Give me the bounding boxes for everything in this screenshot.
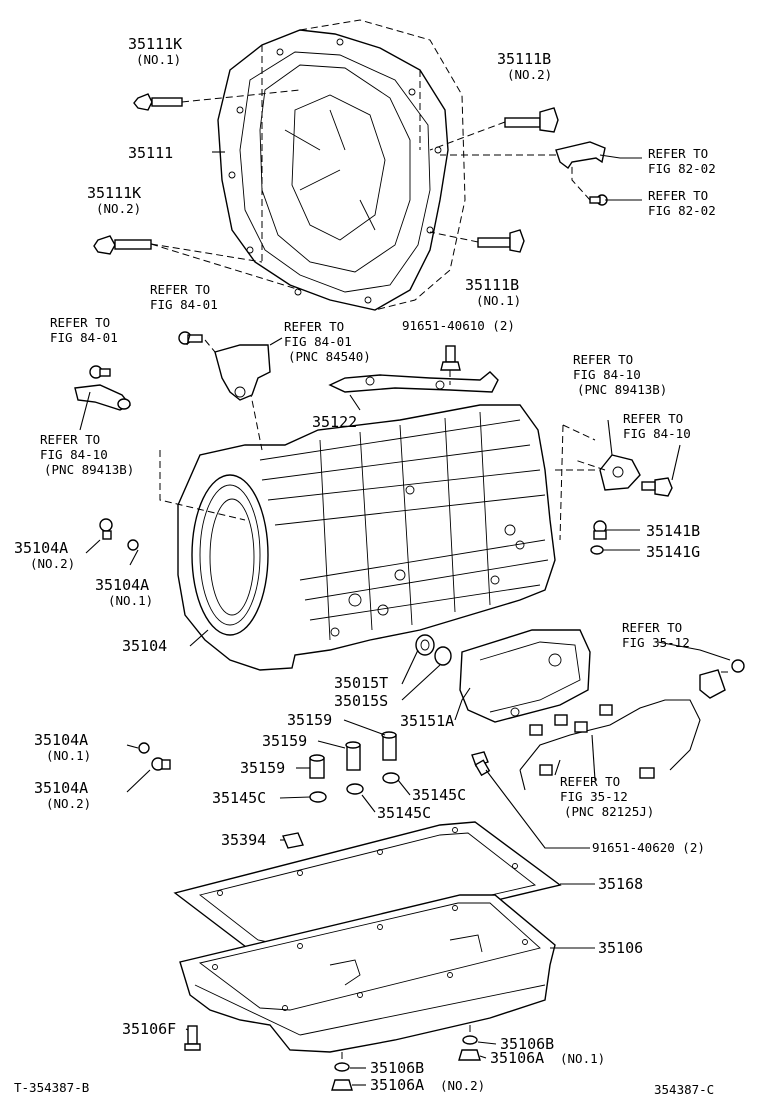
ref-35-12-a-line2: FIG 35-12 <box>622 635 690 650</box>
ref-84-01-b-line2: FIG 84-01 <box>50 330 118 345</box>
ref-84-10-c-line3: (PNC 89413B) <box>577 382 667 397</box>
label-35104a-no2-sub: (NO.2) <box>30 556 75 571</box>
bolt-35111k-no2 <box>93 235 301 291</box>
harness-35-12 <box>519 659 745 791</box>
label-35106a-b-sub: (NO.2) <box>440 1078 485 1093</box>
ref-35-12-b-line2: FIG 35-12 <box>560 789 628 804</box>
label-bolt-91651-40610: 91651-40610 (2) <box>402 318 515 333</box>
seal-35015 <box>415 634 452 666</box>
ref-82-02-b-line2: FIG 82-02 <box>648 203 716 218</box>
label-35106: 35106 <box>598 939 643 957</box>
oil-pipe-35122 <box>328 371 499 393</box>
label-35111k-no2-sub: (NO.2) <box>96 201 141 216</box>
diagram-code-right: 354387-C <box>654 1082 714 1097</box>
bolt-35141b <box>593 520 607 540</box>
label-35141b: 35141B <box>646 522 700 540</box>
label-35159-a: 35159 <box>287 711 332 729</box>
ref-35-12-b-line1: REFER TO <box>560 774 620 789</box>
ref-84-10-c-line2: FIG 84-10 <box>573 367 641 382</box>
label-35015s: 35015S <box>334 692 388 710</box>
ref-84-10-b-line2: FIG 84-10 <box>623 426 691 441</box>
diagram-code-left: T-354387-B <box>14 1080 89 1095</box>
label-35106a-b: 35106A <box>370 1076 424 1094</box>
bracket-82-02 <box>440 141 608 206</box>
label-35106b-a: 35106B <box>500 1035 554 1053</box>
bolt-91651-40620 <box>471 751 491 777</box>
drain-plugs-35106 <box>184 1025 481 1091</box>
label-35104a-no1: 35104A <box>95 576 149 594</box>
label-35104a-no2: 35104A <box>14 539 68 557</box>
ref-84-10-a-line3: (PNC 89413B) <box>44 462 134 477</box>
sensor-84-01-left <box>74 365 132 411</box>
label-35104a-no1-lower-sub: (NO.1) <box>46 748 91 763</box>
label-35151a: 35151A <box>400 712 454 730</box>
sensor-84-10-right <box>574 454 673 497</box>
ref-84-10-c-line1: REFER TO <box>573 352 633 367</box>
label-35111b-no1-sub: (NO.1) <box>476 293 521 308</box>
label-35141g: 35141G <box>646 543 700 561</box>
label-35104a-no1-lower: 35104A <box>34 731 88 749</box>
ref-84-01-b-line1: REFER TO <box>50 315 110 330</box>
label-35145c-c: 35145C <box>377 804 431 822</box>
label-bolt-91651-40620: 91651-40620 (2) <box>592 840 705 855</box>
label-35111b-no1: 35111B <box>465 276 519 294</box>
label-35111: 35111 <box>128 144 173 162</box>
magnet-35394 <box>282 832 304 849</box>
ref-84-10-a-line2: FIG 84-10 <box>40 447 108 462</box>
transmission-case-35104 <box>159 389 596 671</box>
plug-35104a-no2-top <box>99 518 113 540</box>
ref-84-10-b-line1: REFER TO <box>623 411 683 426</box>
ref-35-12-a-line1: REFER TO <box>622 620 682 635</box>
leader-lines <box>79 151 731 1086</box>
label-35106a-a-sub: (NO.1) <box>560 1051 605 1066</box>
label-35104a-no1-sub: (NO.1) <box>108 593 153 608</box>
cover-35151a <box>459 629 591 723</box>
solenoids-35159 <box>309 731 397 779</box>
ref-84-01-c-line1: REFER TO <box>284 319 344 334</box>
label-35168: 35168 <box>598 875 643 893</box>
washer-35141g <box>590 545 604 555</box>
sensor-84-01-upper <box>178 331 271 401</box>
ref-84-01-c-line3: (PNC 84540) <box>288 349 371 364</box>
label-35159-b: 35159 <box>262 732 307 750</box>
orings-35145c <box>309 772 400 803</box>
label-35122: 35122 <box>312 413 357 431</box>
bolt-35111b-no2 <box>429 107 559 151</box>
bolt-35111k-no1 <box>133 89 301 111</box>
label-35106f: 35106F <box>122 1020 176 1038</box>
label-35104: 35104 <box>122 637 167 655</box>
ref-84-01-c-line2: FIG 84-01 <box>284 334 352 349</box>
ref-82-02-b-line1: REFER TO <box>648 188 708 203</box>
bolt-35111b-no1 <box>429 229 525 253</box>
label-35104a-no2-lower: 35104A <box>34 779 88 797</box>
label-35106a-a: 35106A <box>490 1049 544 1067</box>
label-35104a-no2-lower-sub: (NO.2) <box>46 796 91 811</box>
label-35394: 35394 <box>221 831 266 849</box>
bell-housing-35111 <box>217 19 466 311</box>
gasket-35104a-no1-top <box>127 539 139 551</box>
label-35111k-no1: 35111K <box>128 35 182 53</box>
label-35111k-no2: 35111K <box>87 184 141 202</box>
label-35106b-b: 35106B <box>370 1059 424 1077</box>
ref-84-10-a-line1: REFER TO <box>40 432 100 447</box>
oil-pan-35106 <box>179 894 556 1053</box>
bolt-91651-40610 <box>440 345 461 385</box>
ref-84-01-a-line2: FIG 84-01 <box>150 297 218 312</box>
ref-82-02-a-line2: FIG 82-02 <box>648 161 716 176</box>
plugs-35104a-lower <box>138 742 171 771</box>
label-35145c-b: 35145C <box>412 786 466 804</box>
ref-84-01-a-line1: REFER TO <box>150 282 210 297</box>
label-35111b-no2-sub: (NO.2) <box>507 67 552 82</box>
label-35015t: 35015T <box>334 674 388 692</box>
label-35159-c: 35159 <box>240 759 285 777</box>
labels: 35111K (NO.1) 35111 35111K (NO.2) 35111B… <box>14 35 716 1097</box>
label-35111k-no1-sub: (NO.1) <box>136 52 181 67</box>
label-35111b-no2: 35111B <box>497 50 551 68</box>
ref-35-12-b-line3: (PNC 82125J) <box>564 804 654 819</box>
ref-82-02-a-line1: REFER TO <box>648 146 708 161</box>
label-35145c-a: 35145C <box>212 789 266 807</box>
